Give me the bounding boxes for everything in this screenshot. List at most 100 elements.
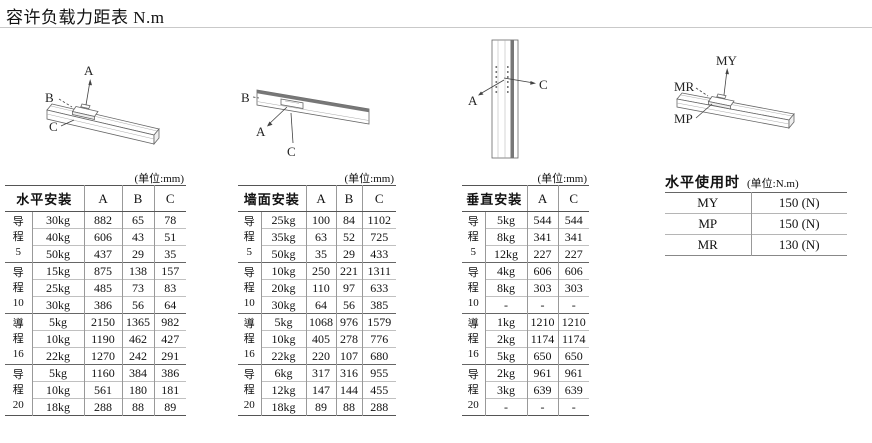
moment-value-cell: 150 (N) [778, 195, 820, 210]
distance-value-cell: 88 [122, 398, 155, 416]
distance-value-cell: 462 [122, 330, 155, 348]
distance-value-cell: 606 [84, 228, 123, 246]
distance-value-cell: 982 [154, 313, 187, 331]
load-weight-cell: 5kg [32, 313, 85, 331]
distance-value-cell: 43 [122, 228, 155, 246]
distance-value-cell: 882 [84, 211, 123, 229]
distance-value-cell: 384 [122, 364, 155, 382]
load-weight-cell: 35kg [261, 228, 307, 246]
page-title: 容许负载力距表 N.m [6, 8, 165, 27]
distance-value-cell: 227 [558, 245, 590, 263]
distance-value-cell: 138 [122, 262, 155, 280]
distance-value-cell: 227 [527, 245, 559, 263]
moment-value-cell: 130 (N) [751, 234, 847, 256]
moment-axis-label: MY [665, 192, 752, 214]
column-header-a: A [306, 185, 337, 212]
distance-value-cell: 35 [154, 245, 187, 263]
distance-value-cell: 1210 [527, 313, 559, 331]
distance-value-cell: 29 [122, 245, 155, 263]
distance-value-cell: 1068 [306, 313, 337, 331]
distance-value-cell: 485 [84, 279, 123, 297]
distance-value-cell: 84 [336, 211, 363, 229]
rail-side-drawing [252, 89, 370, 144]
distance-value-cell: 65 [122, 211, 155, 229]
load-weight-cell: 1kg [485, 313, 528, 331]
diagram-label-c: C [287, 144, 296, 159]
distance-value-cell: 427 [154, 330, 187, 348]
distance-value-cell: 639 [527, 381, 559, 399]
distance-value-cell: 291 [154, 347, 187, 365]
column-header-c: C [362, 185, 397, 212]
load-weight-cell: 30kg [32, 296, 85, 314]
distance-value-cell: 633 [362, 279, 397, 297]
distance-value-cell: 385 [362, 296, 397, 314]
load-weight-cell: 12kg [485, 245, 528, 263]
distance-value-cell: 250 [306, 262, 337, 280]
diagram-label-mr: MR [674, 79, 695, 94]
distance-value-cell: 100 [306, 211, 337, 229]
distance-value-cell: 73 [122, 279, 155, 297]
distance-value-cell: 341 [558, 228, 590, 246]
wall-mount-diagram: B A C [223, 57, 405, 169]
load-weight-cell: 8kg [485, 279, 528, 297]
distance-value-cell: 1174 [527, 330, 559, 348]
distance-value-cell: 110 [306, 279, 337, 297]
distance-value-cell: 961 [558, 364, 590, 382]
unit-label: (单位:mm) [537, 173, 588, 185]
distance-value-cell: 317 [306, 364, 337, 382]
load-weight-cell: 10kg [261, 330, 307, 348]
load-weight-cell: 20kg [261, 279, 307, 297]
distance-value-cell: 29 [336, 245, 363, 263]
moment-value-cell: 150 (N) [751, 213, 847, 235]
column-header-a: A [84, 185, 123, 212]
load-weight-cell: 5kg [32, 364, 85, 382]
load-weight-cell: - [485, 296, 528, 314]
load-weight-cell: 5kg [261, 313, 307, 331]
distance-value-cell: 1210 [558, 313, 590, 331]
distance-value-cell: 680 [362, 347, 397, 365]
load-weight-cell: 5kg [485, 347, 528, 365]
distance-value-cell: 976 [336, 313, 363, 331]
load-weight-cell: 22kg [32, 347, 85, 365]
distance-value-cell: 1311 [362, 262, 397, 280]
load-weight-cell: 2kg [485, 364, 528, 382]
distance-value-cell: 56 [122, 296, 155, 314]
distance-value-cell: 180 [122, 381, 155, 399]
table-row: --- [462, 398, 590, 416]
distance-value-cell: 89 [306, 398, 337, 416]
diagram-label-c: C [49, 119, 58, 134]
diagram-label-mp: MP [674, 111, 693, 126]
horizontal-mount-diagram: A B C [26, 44, 201, 166]
distance-value-cell: 144 [336, 381, 363, 399]
column-header-b: B [336, 185, 363, 212]
moment-table-title: 水平使用时 [665, 176, 740, 191]
column-header-c: C [154, 185, 187, 212]
